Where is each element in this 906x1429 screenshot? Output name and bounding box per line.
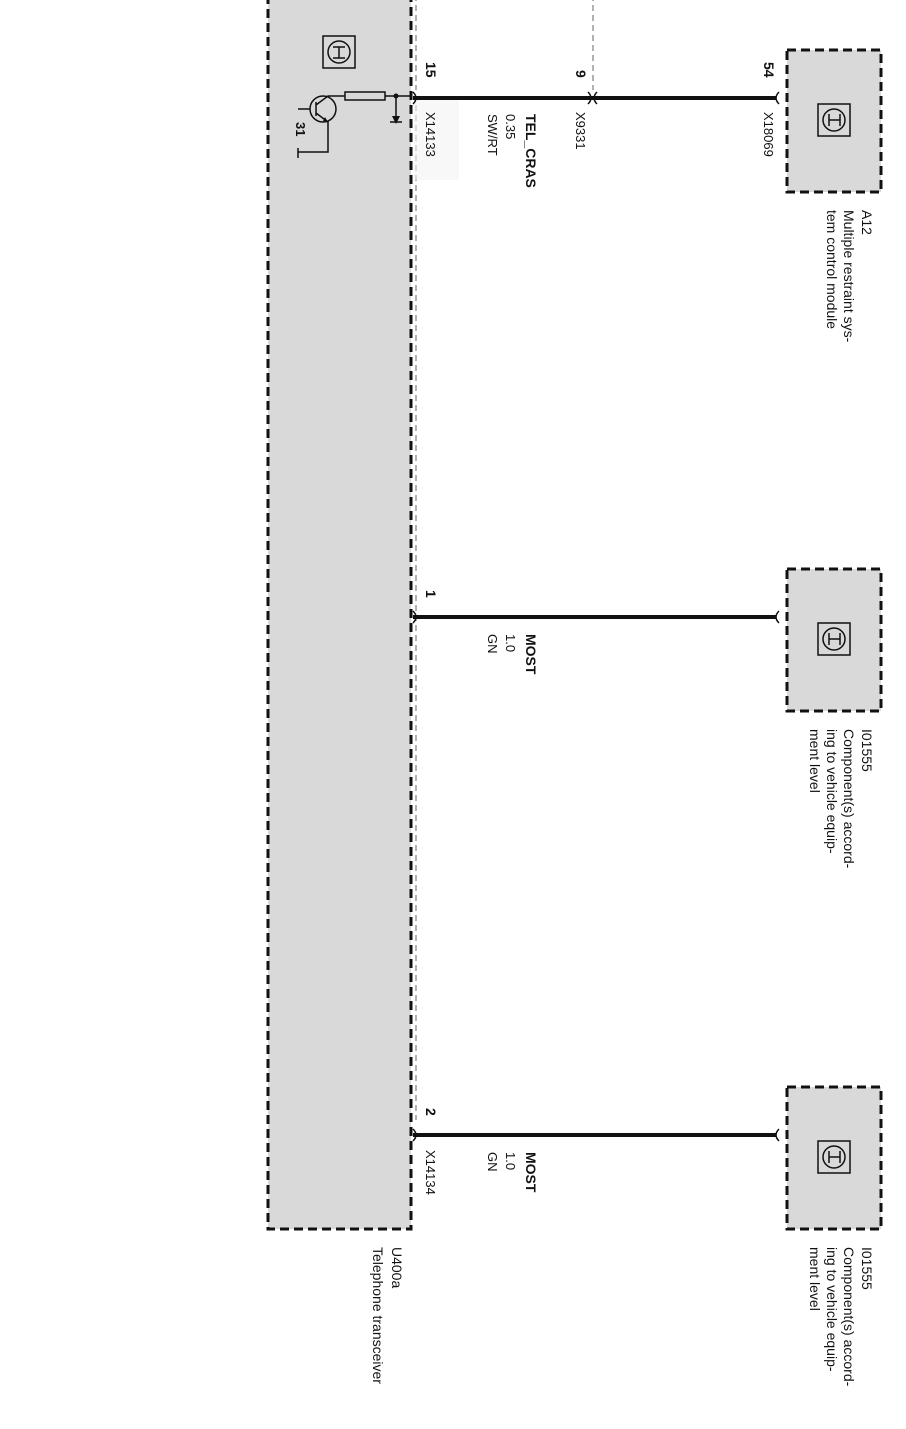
restraint-module-name-line1: Multiple restraint sys- [841,210,857,343]
connector-x18069-label: X18069 [761,112,776,157]
component-2-name-line1: Component(s) accord- [841,1247,857,1387]
restraint-module-name-line2: tem control module [824,210,840,329]
module-symbol-icon [817,1140,851,1174]
restraint-control-module: A12 Multiple restraint sys- tem control … [785,48,883,343]
wire-signal-tel-cras: TEL_CRAS [523,114,539,188]
component-2-id: I01555 [859,1247,875,1290]
pin-1-label: 1 [423,590,439,598]
resistor-icon [344,91,411,124]
harness-boundary [414,0,594,1120]
component-1-id: I01555 [859,729,875,772]
component-2-name-line3: ment level [807,1247,823,1311]
wire-tel-cras: 15 X14133 TEL_CRAS 0.35 SW/RT 9 X9331 54… [412,62,780,188]
connector-x9331-label: X9331 [573,112,588,150]
wire-gauge-1: 1.0 [503,634,518,652]
component-1-name-line2: ing to vehicle equip- [824,729,840,854]
transistor-icon [297,95,345,158]
wire-most-2: 2 X14134 MOST 1.0 GN [412,1108,780,1195]
component-1-name-line3: ment level [807,729,823,793]
telephone-transceiver-module: 31 U400a Telephone transceiver [266,0,413,1384]
component-1-name-line1: Component(s) accord- [841,729,857,869]
module-symbol-icon [817,103,851,137]
wire-gauge-0: 0.35 [503,114,518,139]
wire-color-1: GN [485,634,500,654]
wire-signal-most-1: MOST [523,634,539,675]
connector-x14134-label: X14134 [423,1150,438,1195]
component-module-2: I01555 Component(s) accord- ing to vehic… [785,1085,883,1387]
wire-color-0: SW/RT [485,114,500,156]
pin-54-label: 54 [761,62,777,78]
restraint-module-id: A12 [859,210,875,235]
ground-pin-label: 31 [293,122,308,136]
component-module-1: I01555 Component(s) accord- ing to vehic… [785,567,883,869]
pin-9-label: 9 [573,70,589,78]
transceiver-name: Telephone transceiver [370,1247,386,1384]
transceiver-id: U400a [389,1247,405,1288]
module-symbol-icon [322,35,356,69]
pin-2-label: 2 [423,1108,439,1116]
module-symbol-icon [817,622,851,656]
wire-most-1: 1 MOST 1.0 GN [412,590,780,675]
component-2-name-line2: ing to vehicle equip- [824,1247,840,1372]
wire-gauge-2: 1.0 [503,1152,518,1170]
pin-15-label: 15 [423,62,439,78]
wire-signal-most-2: MOST [523,1152,539,1193]
connector-x14133-label: X14133 [423,112,438,157]
wire-color-2: GN [485,1152,500,1172]
